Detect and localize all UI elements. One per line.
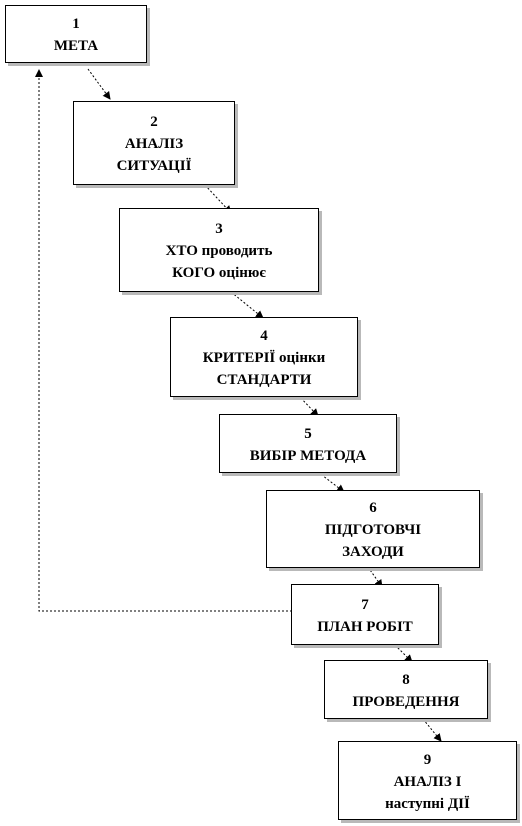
feedback-arrow-7-to-1 (35, 69, 292, 612)
step-number: 1 (72, 16, 80, 32)
step-box-4: 4 КРИТЕРІЇ оцінки СТАНДАРТИ (170, 317, 358, 397)
step-box-1: 1 МЕТА (5, 5, 147, 63)
step-label: МЕТА (53, 38, 99, 54)
arrow-4-to-5 (297, 394, 319, 417)
arrow-8-to-9 (422, 718, 442, 742)
step-number: 3 (215, 221, 223, 237)
step-box-3: 3 ХТО проводить КОГО оцінює (119, 208, 319, 292)
step-box-2: 2 АНАЛІЗ СИТУАЦІЇ (73, 101, 235, 185)
step-label: ПІДГОТОВЧІ (324, 522, 422, 538)
arrow-5-to-6 (317, 471, 345, 493)
step-label: ХТО проводить (165, 243, 273, 259)
arrow-3-to-4 (224, 286, 264, 319)
step-number: 2 (150, 114, 158, 130)
arrow-6-to-7 (367, 566, 383, 588)
step-number: 5 (304, 425, 312, 442)
step-number: 8 (402, 671, 410, 688)
step-number: 4 (260, 328, 268, 344)
step-label: АНАЛІЗ І (393, 773, 462, 790)
step-box-8: 8 ПРОВЕДЕННЯ (324, 660, 488, 719)
step-label: наступні ДІЇ (385, 795, 470, 812)
step-number: 7 (361, 596, 369, 613)
step-box-7: 7 ПЛАН РОБІТ (291, 584, 439, 645)
arrow-1-to-2 (87, 68, 111, 100)
step-label: СТАНДАРТИ (216, 372, 312, 388)
step-box-9: 9 АНАЛІЗ І наступні ДІЇ (338, 741, 517, 820)
step-box-6: 6 ПІДГОТОВЧІ ЗАХОДИ (266, 490, 480, 568)
step-label: КОГО оцінює (172, 265, 266, 281)
step-label: ПРОВЕДЕННЯ (352, 693, 460, 710)
step-label: КРИТЕРІЇ оцінки (202, 350, 326, 366)
step-number: 6 (369, 500, 377, 516)
step-label: ПЛАН РОБІТ (317, 618, 413, 635)
step-box-5: 5 ВИБІР МЕТОДА (219, 414, 397, 473)
step-label: СИТУАЦІЇ (116, 158, 192, 174)
arrow-7-to-8 (394, 644, 413, 663)
step-label: ЗАХОДИ (342, 544, 404, 560)
step-label: АНАЛІЗ (124, 136, 184, 152)
step-number: 9 (423, 751, 432, 768)
step-label: ВИБІР МЕТОДА (249, 447, 367, 464)
